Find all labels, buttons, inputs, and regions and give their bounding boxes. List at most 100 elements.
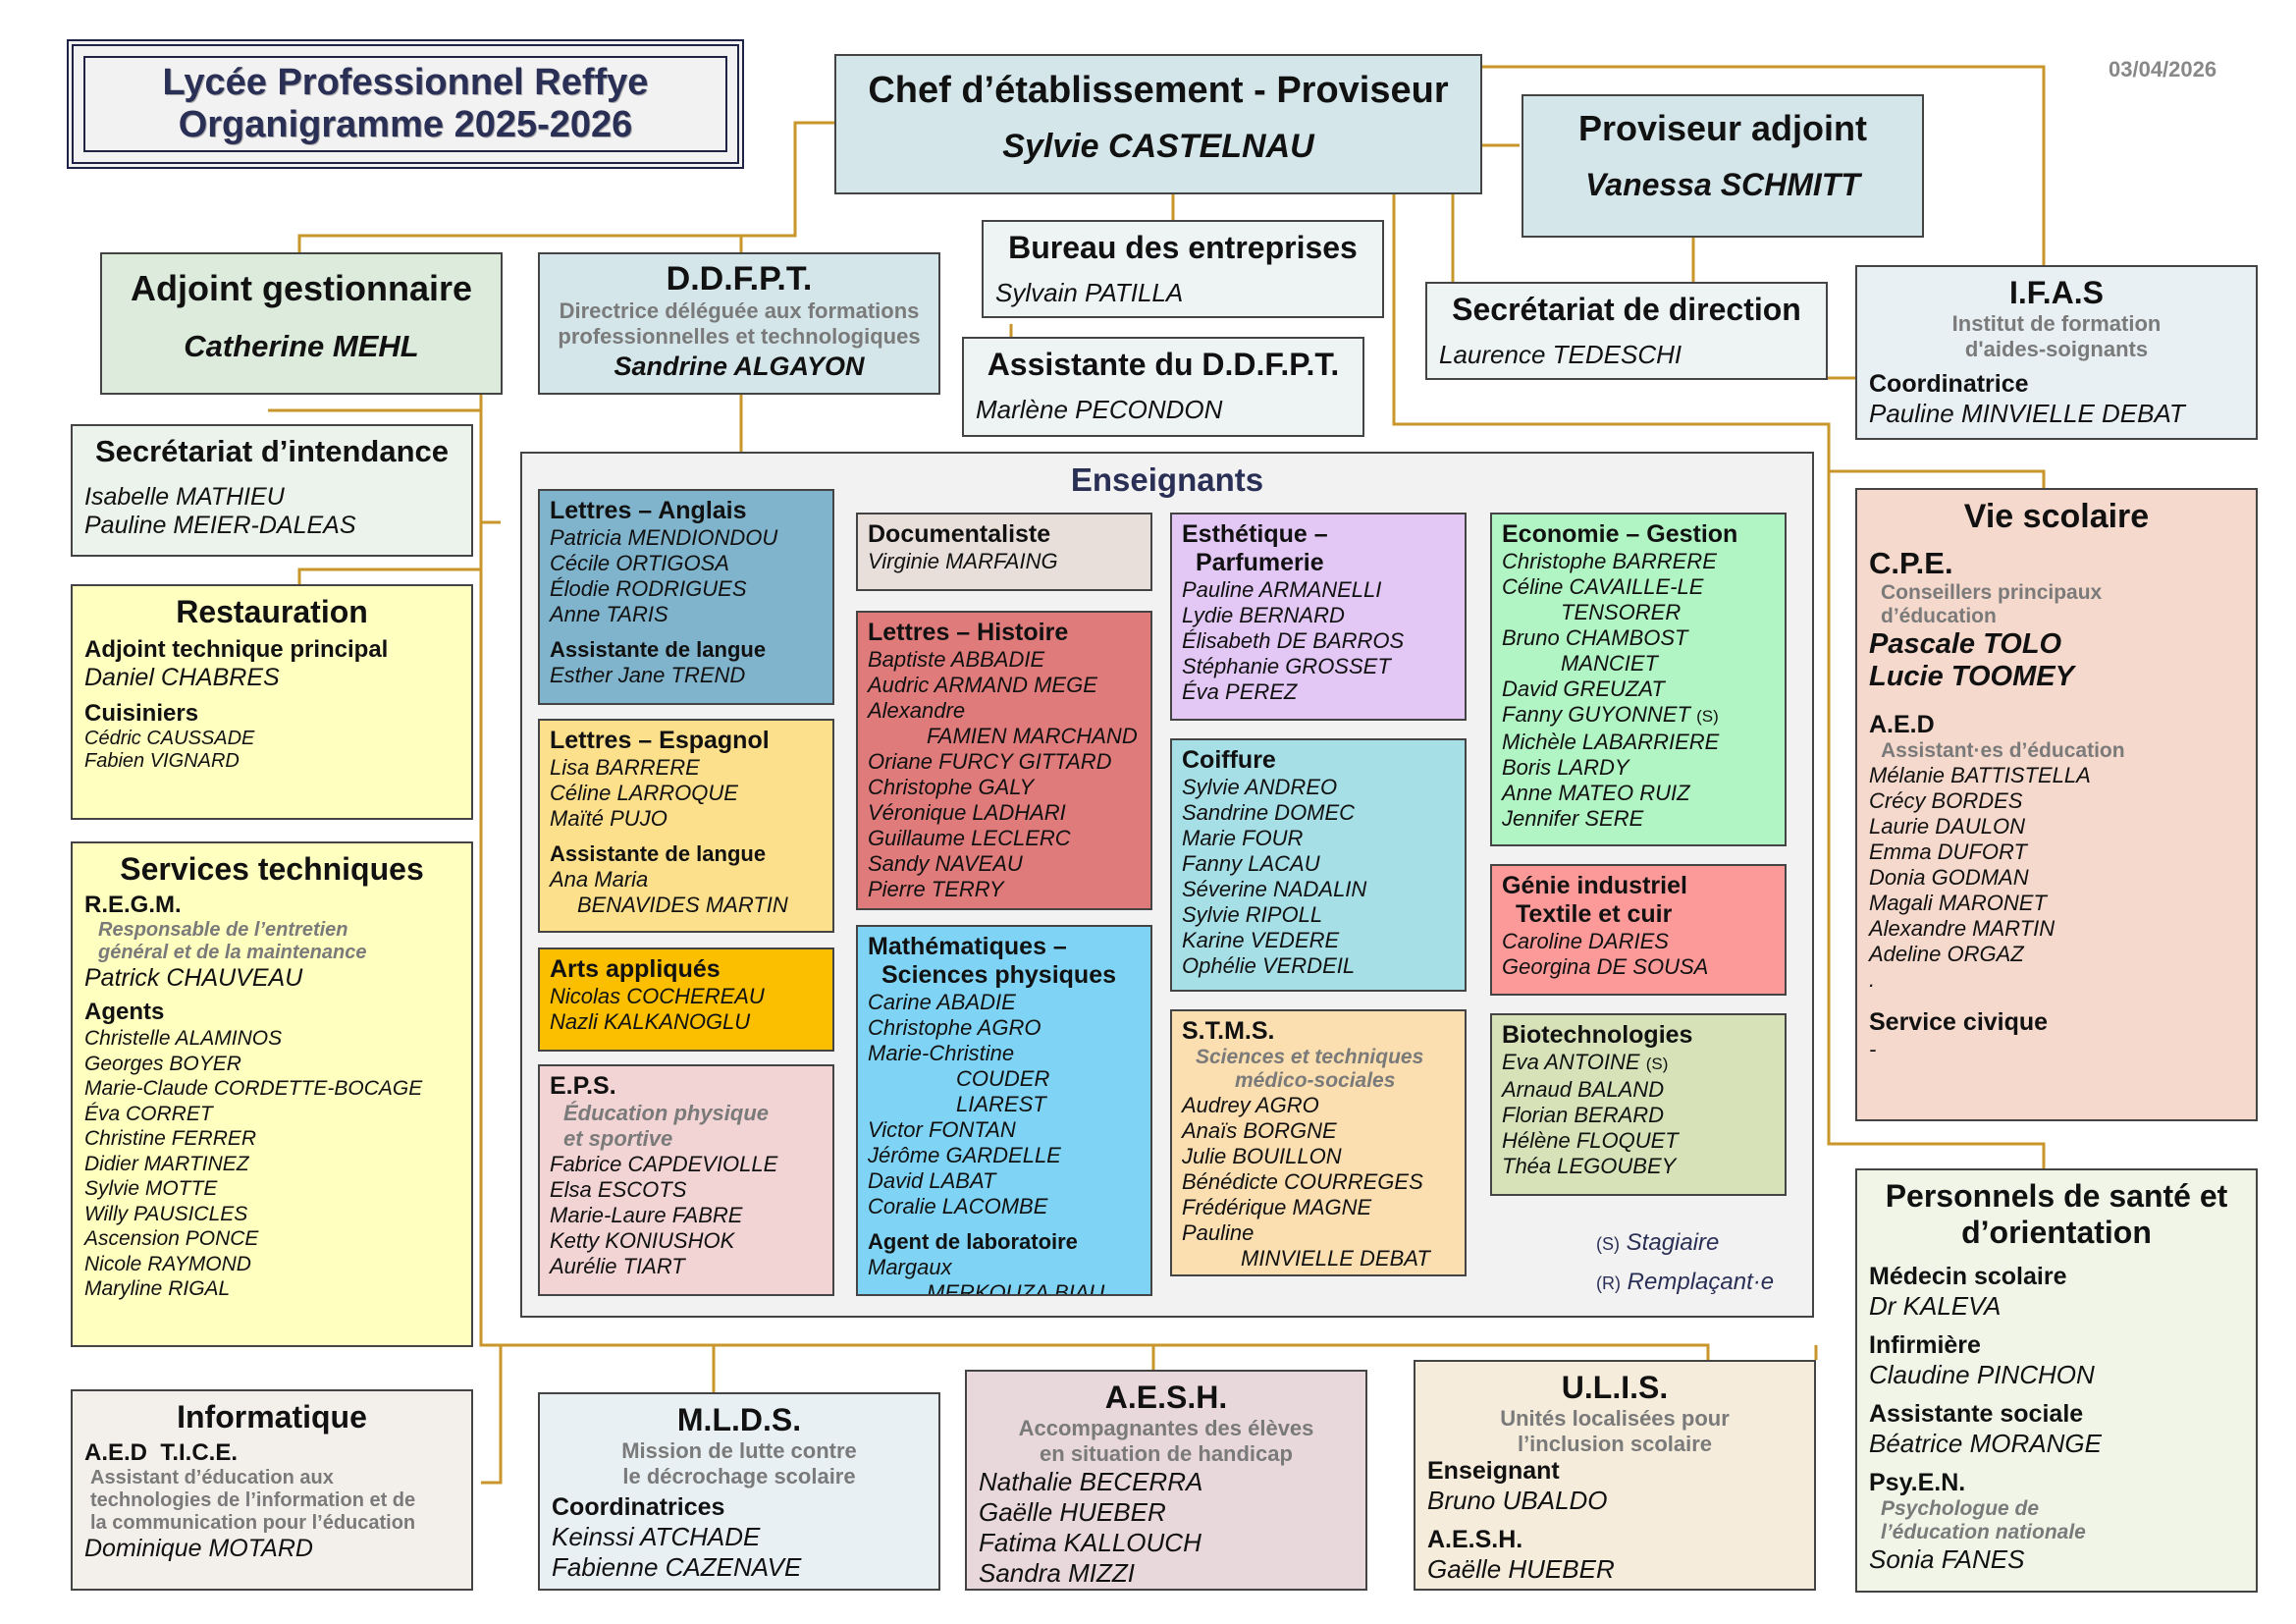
ulis-sub1: Unités localisées pour [1500,1406,1730,1431]
bureau-name: Sylvain PATILLA [995,278,1184,307]
aesh-box: A.E.S.H. Accompagnantes des élèves en si… [965,1370,1367,1591]
infirmiere-name: Claudine PINCHON [1869,1360,2095,1389]
aed-list: Mélanie BATTISTELLA Crécy BORDES Laurie … [1869,763,2244,993]
adjoint-name: Vanessa SCHMITT [1585,167,1860,202]
mlds-role: Coordinatrices [552,1493,725,1521]
services-agents: Christelle ALAMINOS Georges BOYER Marie-… [84,1026,459,1302]
anglais-title: Lettres – Anglais [550,497,747,524]
adjoint-box: Proviseur adjoint Vanessa SCHMITT [1522,94,1924,238]
histoire-name: Christophe GALY [868,775,1035,799]
coiffure-name: Sylvie ANDREO [1182,775,1338,799]
aesh-name: Gaëlle HUEBER [979,1497,1166,1527]
stms-name: Frédérique MAGNE [1182,1195,1372,1219]
eps-sub2: et sportive [563,1126,673,1151]
arts-name: Nazli KALKANOGLU [550,1009,751,1034]
anglais-name: Patricia MENDIONDOU [550,525,778,550]
bureau-title: Bureau des entreprises [1008,230,1358,265]
biotech-name: Arnaud BALAND [1502,1077,1665,1102]
coiffure-name: Séverine NADALIN [1182,877,1367,901]
biotech-name: Florian BERARD [1502,1103,1665,1127]
aed-name: Donia GODMAN [1869,865,2029,890]
stms-sub1: Sciences et techniques [1196,1046,1424,1068]
aed-name: Adeline ORGAZ [1869,942,2024,966]
sante-title-2: d’orientation [1961,1215,2152,1250]
informatique-name: Dominique MOTARD [84,1535,313,1562]
economie-name: Michèle LABARRIERE [1502,730,1720,754]
anglais-name: Élodie RODRIGUES [550,576,747,601]
cpe-sub1: Conseillers principaux [1881,581,2103,604]
informatique-sub1: Assistant d’éducation aux [90,1467,334,1489]
maths-box: Mathématiques – Sciences physiques Carin… [856,925,1152,1296]
biotech-title: Biotechnologies [1502,1021,1693,1049]
eps-name: Aurélie TIART [550,1254,685,1278]
coiffure-box: Coiffure Sylvie ANDREO Sandrine DOMEC Ma… [1170,738,1467,992]
economie-name: Anne MATEO RUIZ [1502,781,1690,805]
espagnol-title: Lettres – Espagnol [550,727,770,754]
ddfpt-sub1: Directrice déléguée aux formations [559,298,920,323]
aed-sub: Assistant·es d’éducation [1881,739,2125,762]
aed-name: Mélanie BATTISTELLA [1869,763,2091,787]
aesh-sub1: Accompagnantes des élèves [1018,1416,1314,1440]
agent: Sylvie MOTTE [84,1177,218,1200]
histoire-name: Sandy NAVEAU [868,851,1023,876]
histoire-name: Alexandre [868,698,966,723]
anglais-name: Cécile ORTIGOSA [550,551,729,575]
cpe-name: Lucie TOOMEY [1869,661,2074,692]
economie-name: Céline CAVAILLE-LE [1502,574,1704,599]
assistante-sociale-label: Assistante sociale [1869,1400,2084,1428]
ifas-sub1: Institut de formation [1951,311,2162,336]
eps-title: E.P.S. [550,1072,616,1100]
gestionnaire-name: Catherine MEHL [184,329,419,363]
esthetique-box: Esthétique – Parfumerie Pauline ARMANELL… [1170,513,1467,721]
date-label: 03/04/2026 [2109,57,2217,81]
esthetique-name: Stéphanie GROSSET [1182,654,1391,678]
coiffure-name: Karine VEDERE [1182,928,1340,952]
ulis-sub2: l’inclusion scolaire [1517,1432,1713,1456]
maths-name: Victor FONTAN [868,1117,1016,1142]
ifas-sub2: d'aides-soignants [1964,337,2149,361]
mlds-sub1: Mission de lutte contre [621,1438,857,1463]
histoire-name: Baptiste ABBADIE [868,647,1045,672]
mlds-box: M.L.D.S. Mission de lutte contre le décr… [538,1392,940,1591]
eps-sub1: Éducation physique [563,1101,770,1125]
secretariat-direction-box: Secrétariat de direction Laurence TEDESC… [1425,282,1828,380]
aed-name: Laurie DAULON [1869,814,2025,839]
economie-name: Boris LARDY [1502,755,1629,780]
legend-key: (R) [1596,1273,1621,1293]
agent: Willy PAUSICLES [84,1202,248,1225]
enseignants-title: Enseignants [1070,461,1264,498]
genie-box: Génie industriel Textile et cuir Carolin… [1490,864,1787,996]
mlds-title: M.L.D.S. [676,1402,802,1437]
stagiaire-marker: (S) [1696,707,1719,726]
civique-name: - [1869,1037,1877,1061]
economie-name: Bruno CHAMBOST [1502,625,1688,650]
maths-name: Marie-Christine [868,1041,1015,1065]
economie-name: Fanny GUYONNET [1502,702,1690,727]
secretariat-direction-name: Laurence TEDESCHI [1439,340,1682,369]
services-title: Services techniques [120,851,424,887]
legend-stagiaire: (S) Stagiaire [1596,1229,1719,1257]
legend-remplacant: (R) Remplaçant·e [1596,1269,1774,1296]
genie-title-1: Génie industriel [1502,872,1687,899]
stms-name: Bénédicte COURREGES [1182,1169,1423,1194]
coiffure-name: Fanny LACAU [1182,851,1320,876]
informatique-title: Informatique [177,1399,367,1435]
coiffure-title: Coiffure [1182,746,1276,774]
restauration-title: Restauration [176,594,368,629]
intendance-title: Secrétariat d’intendance [94,434,450,468]
economie-name: Christophe BARRERE [1502,549,1717,573]
assistante-ddfpt-name: Marlène PECONDON [976,395,1223,424]
infirmiere-label: Infirmière [1869,1331,1981,1359]
biotech-name: Hélène FLOQUET [1502,1128,1679,1153]
arts-title: Arts appliqués [550,955,721,983]
ulis-title: U.L.I.S. [1561,1370,1669,1405]
espagnol-role: Assistante de langue [550,841,767,866]
espagnol-role-name: Ana Maria [550,867,649,892]
psy-name: Sonia FANES [1869,1544,2025,1574]
vie-scolaire-title: Vie scolaire [1963,498,2150,535]
legend-text: Remplaçant·e [1627,1269,1775,1295]
ulis-role2: A.E.S.H. [1427,1526,1523,1553]
espagnol-name: Maïté PUJO [550,806,667,831]
esthetique-name: Lydie BERNARD [1182,603,1345,627]
aed-name: Magali MARONET [1869,891,2047,915]
